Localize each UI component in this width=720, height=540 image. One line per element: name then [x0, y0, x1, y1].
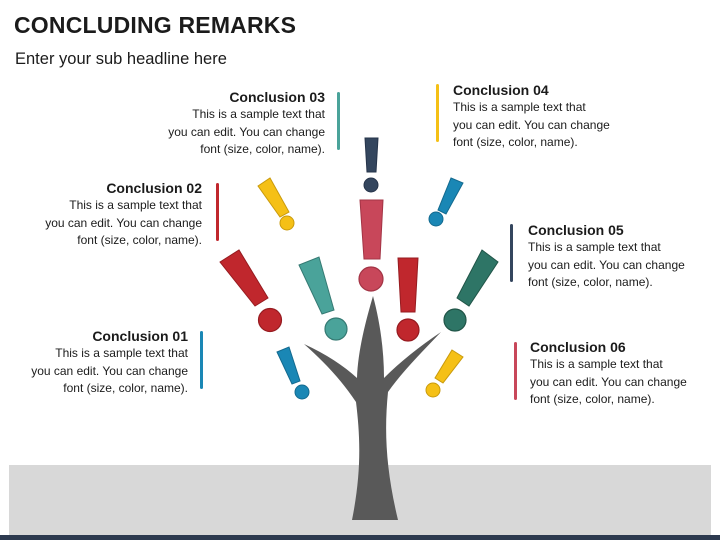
conclusion-03-line-1: This is a sample text that [192, 107, 325, 121]
exclamation-red-center-icon [396, 257, 420, 342]
exclamation-blue-lower-left-icon [276, 346, 310, 400]
conclusion-03-accent [337, 92, 340, 150]
exclamation-teal-left-icon [298, 256, 348, 341]
exclamation-blue-upper-right-icon [428, 177, 464, 227]
conclusion-06-line-3: font (size, color, name). [530, 392, 655, 406]
conclusion-01-accent [200, 331, 203, 389]
conclusion-06-block: Conclusion 06 This is a sample text that… [530, 338, 687, 409]
exclamation-red-left-icon [219, 249, 283, 333]
conclusion-01-block: Conclusion 01 This is a sample text that… [31, 327, 188, 398]
page-title: CONCLUDING REMARKS [14, 12, 297, 38]
conclusion-04-accent [436, 84, 439, 142]
conclusion-05-accent [510, 224, 513, 282]
page-subtitle: Enter your sub headline here [15, 50, 227, 68]
exclamation-yellow-upper-left-icon [257, 177, 295, 231]
conclusion-06-line-1: This is a sample text that [530, 357, 663, 371]
conclusion-03-line-2: you can edit. You can change [168, 124, 325, 139]
conclusion-02-line-2: you can edit. You can change [45, 215, 202, 230]
conclusion-04-title: Conclusion 04 [453, 82, 549, 98]
tree-icon [304, 296, 441, 520]
conclusion-05-block: Conclusion 05 This is a sample text that… [528, 221, 685, 292]
conclusion-05-line-1: This is a sample text that [528, 240, 661, 254]
conclusion-03-title: Conclusion 03 [229, 89, 325, 105]
conclusion-01-line-2: you can edit. You can change [31, 363, 188, 378]
conclusion-06-title: Conclusion 06 [530, 339, 626, 355]
conclusion-04-block: Conclusion 04 This is a sample text that… [453, 81, 610, 152]
exclamation-dark-teal-right-icon [443, 249, 499, 332]
conclusion-02-accent [216, 183, 219, 241]
conclusion-02-line-1: This is a sample text that [69, 198, 202, 212]
conclusion-05-line-2: you can edit. You can change [528, 257, 685, 272]
conclusion-03-block: Conclusion 03 This is a sample text that… [168, 88, 325, 159]
conclusion-01-line-3: font (size, color, name). [63, 381, 188, 395]
conclusion-04-line-2: you can edit. You can change [453, 117, 610, 132]
conclusion-04-line-3: font (size, color, name). [453, 135, 578, 149]
exclamation-yellow-lower-right-icon [425, 349, 464, 398]
footer-bar [0, 535, 720, 540]
conclusion-01-line-1: This is a sample text that [55, 346, 188, 360]
conclusion-05-title: Conclusion 05 [528, 222, 624, 238]
exclamation-pink-center-icon [358, 199, 384, 292]
conclusion-02-line-3: font (size, color, name). [77, 233, 202, 247]
conclusion-06-accent [514, 342, 517, 400]
conclusion-02-block: Conclusion 02 This is a sample text that… [45, 179, 202, 250]
conclusion-06-line-2: you can edit. You can change [530, 374, 687, 389]
conclusion-03-line-3: font (size, color, name). [200, 142, 325, 156]
conclusion-01-title: Conclusion 01 [92, 328, 188, 344]
conclusion-05-line-3: font (size, color, name). [528, 275, 653, 289]
conclusion-02-title: Conclusion 02 [106, 180, 202, 196]
conclusion-04-line-1: This is a sample text that [453, 100, 586, 114]
exclamation-navy-top-icon [363, 137, 379, 193]
